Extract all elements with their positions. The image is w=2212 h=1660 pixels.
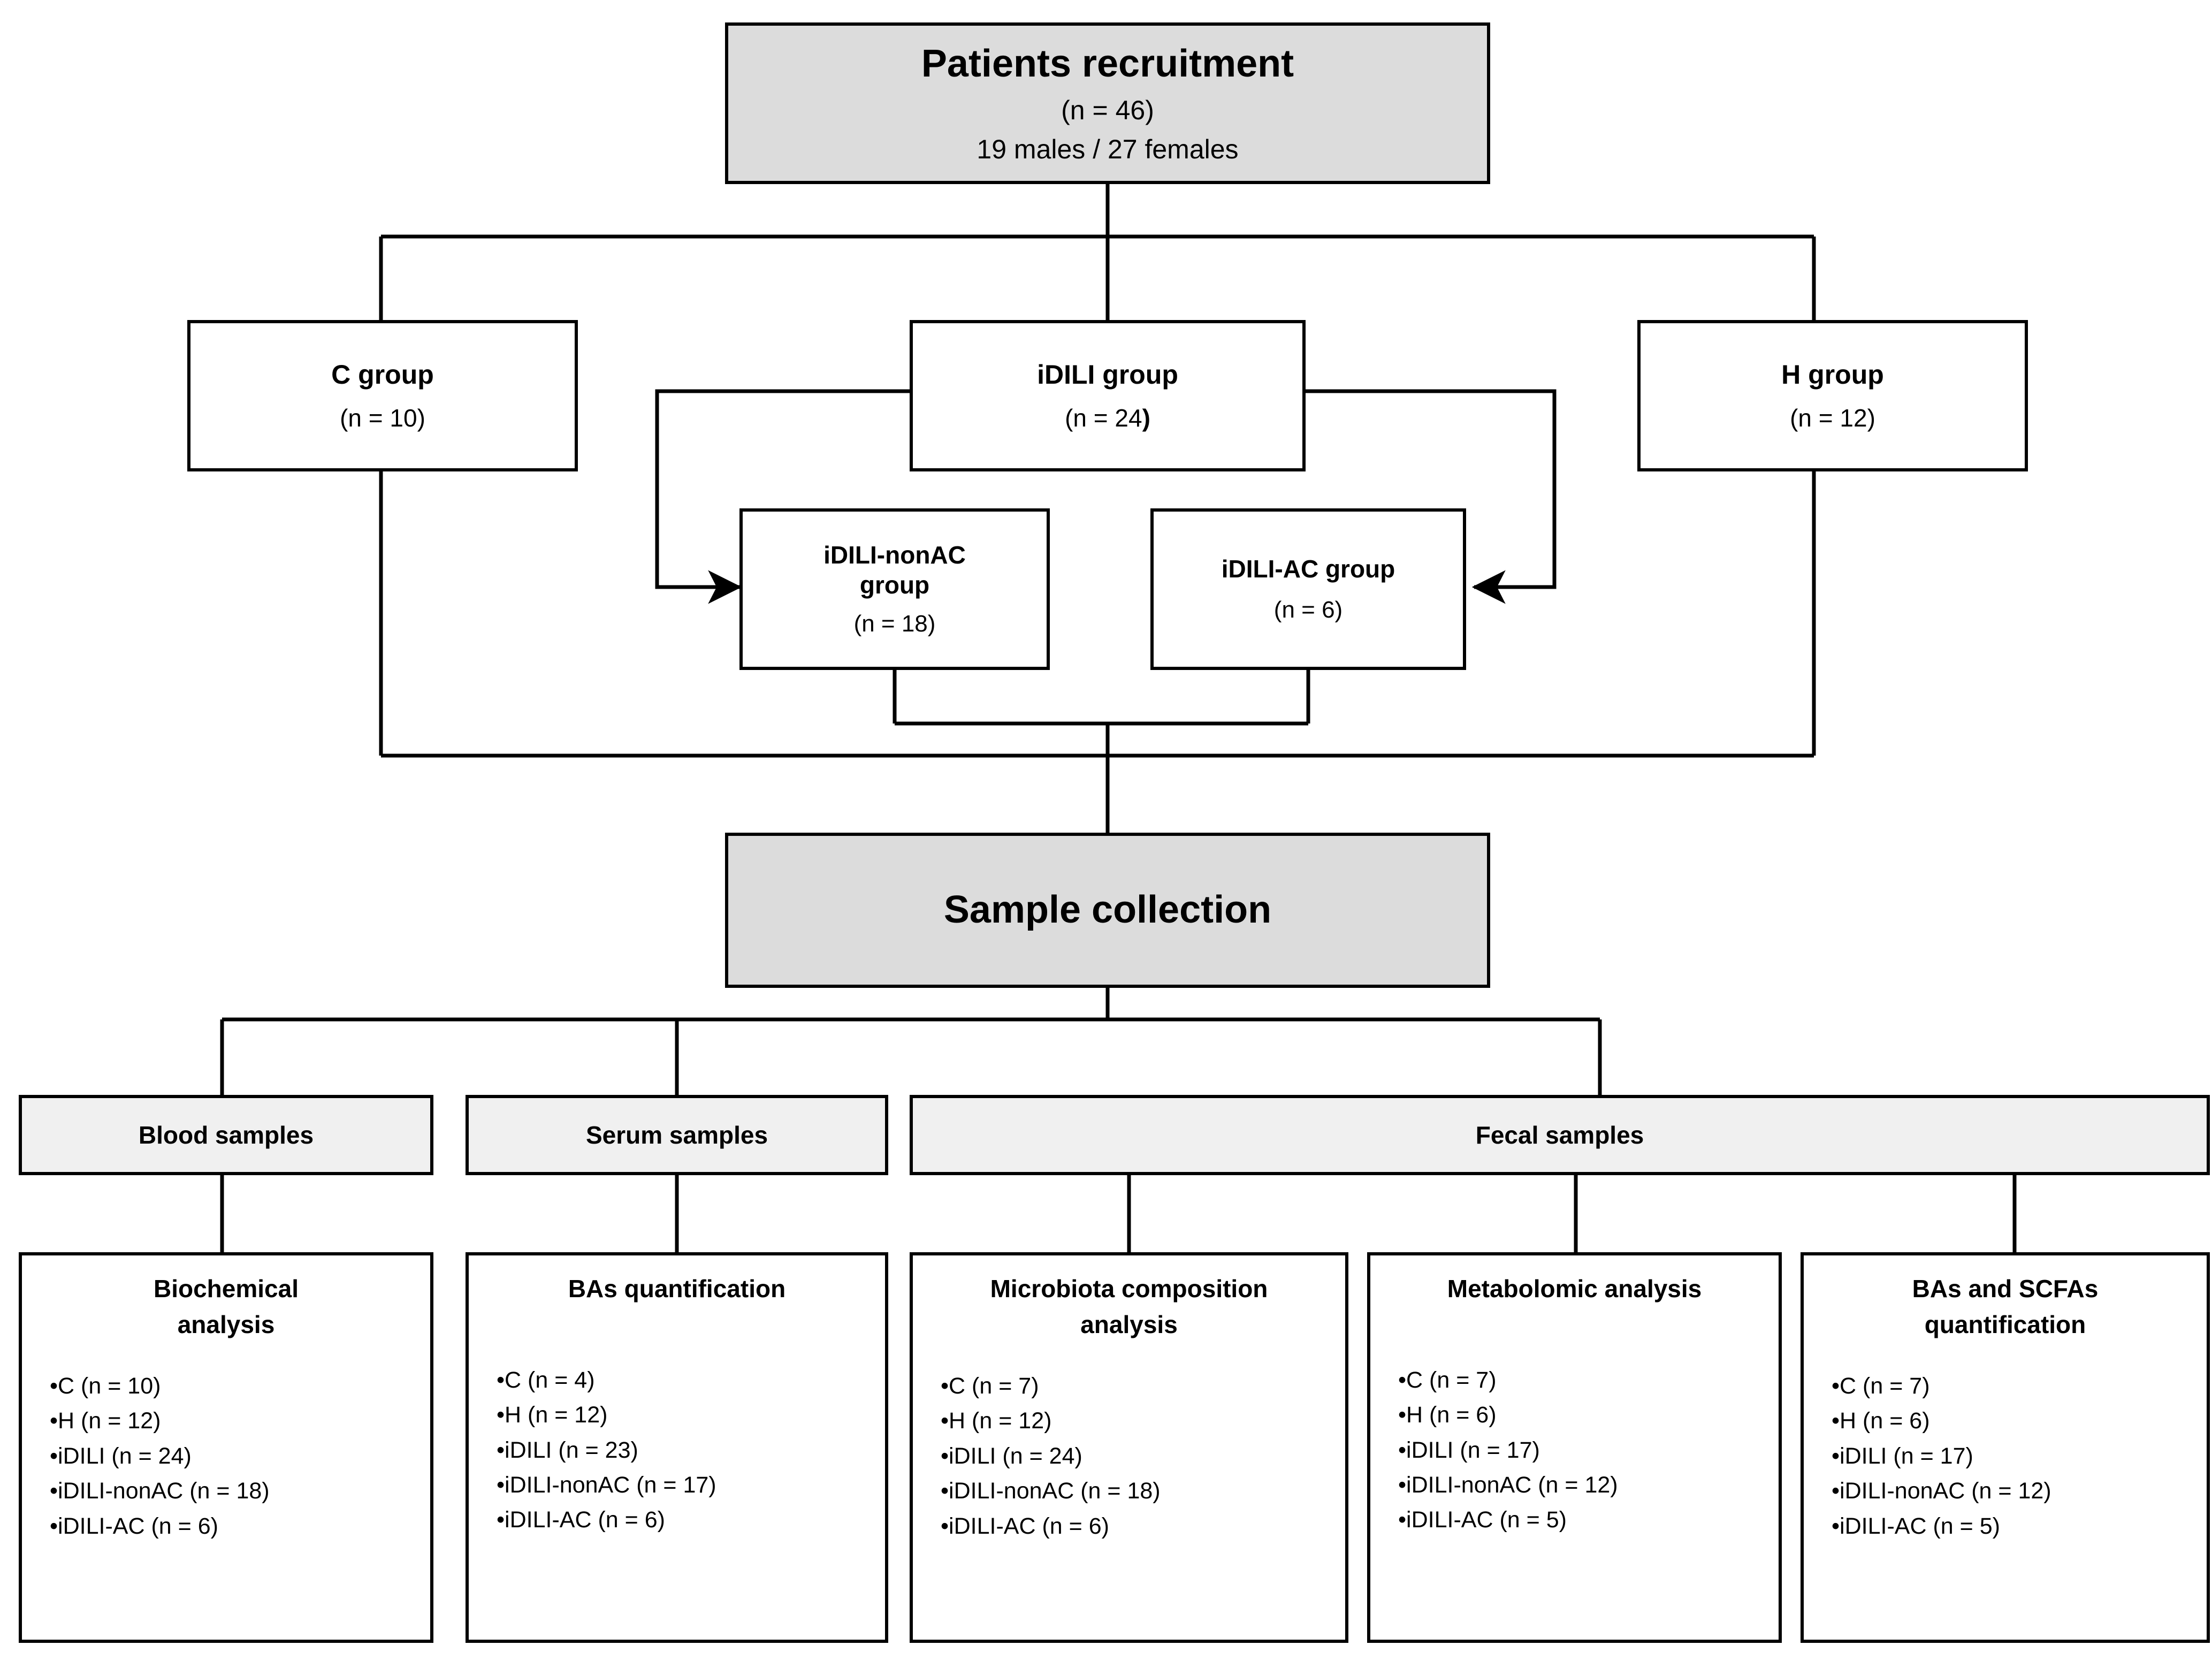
- list-item: •iDILI-nonAC (n = 12): [1398, 1472, 1618, 1498]
- node-c-group[interactable]: C group (n = 10): [187, 320, 578, 471]
- list-item: •iDILI-nonAC (n = 12): [1832, 1478, 2051, 1504]
- biochemical-title-line2: analysis: [177, 1311, 275, 1339]
- c-group-count: (n = 10): [340, 403, 425, 432]
- metabolomic-items: •C (n = 7) •H (n = 6) •iDILI (n = 17) •i…: [1386, 1363, 1763, 1538]
- node-idili-group[interactable]: iDILI group (n = 24): [910, 320, 1306, 471]
- metabolomic-title-line1: Metabolomic analysis: [1447, 1275, 1702, 1303]
- biochemical-title-line1: Biochemical: [154, 1275, 299, 1303]
- node-h-group[interactable]: H group (n = 12): [1637, 320, 2028, 471]
- list-item: •iDILI-nonAC (n = 17): [497, 1472, 716, 1498]
- sample-collection-title: Sample collection: [943, 888, 1272, 932]
- list-item: •C (n = 7): [941, 1373, 1039, 1399]
- list-item: •iDILI-nonAC (n = 18): [50, 1478, 270, 1504]
- list-item: •H (n = 12): [497, 1402, 608, 1428]
- h-group-count: (n = 12): [1790, 403, 1875, 432]
- node-idili-nonac-group[interactable]: iDILI-nonAC group (n = 18): [739, 508, 1050, 670]
- serum-samples-label: Serum samples: [585, 1121, 768, 1149]
- list-item: •C (n = 4): [497, 1367, 595, 1394]
- biochemical-items: •C (n = 10) •H (n = 12) •iDILI (n = 24) …: [38, 1369, 414, 1544]
- list-item: •iDILI-AC (n = 6): [50, 1513, 218, 1539]
- list-item: •H (n = 6): [1398, 1402, 1497, 1428]
- node-idili-ac-group[interactable]: iDILI-AC group (n = 6): [1150, 508, 1466, 670]
- bas-scfas-title-line2: quantification: [1924, 1311, 2086, 1339]
- idili-group-count-paren: ): [1142, 403, 1150, 432]
- list-item: •iDILI-nonAC (n = 18): [941, 1478, 1161, 1504]
- recruitment-sex-split: 19 males / 27 females: [977, 134, 1239, 164]
- h-group-title: H group: [1781, 359, 1884, 390]
- idili-ac-title: iDILI-AC group: [1221, 555, 1395, 583]
- idili-group-count: (n = 24): [1065, 403, 1150, 433]
- list-item: •iDILI (n = 24): [50, 1443, 192, 1469]
- bas-quantification-items: •C (n = 4) •H (n = 12) •iDILI (n = 23) •…: [485, 1363, 869, 1538]
- idili-nonac-count: (n = 18): [853, 611, 936, 637]
- recruitment-title: Patients recruitment: [921, 42, 1294, 86]
- bas-quantification-title-line1: BAs quantification: [568, 1275, 786, 1303]
- node-analysis-biochemical[interactable]: Biochemical analysis •C (n = 10) •H (n =…: [19, 1252, 433, 1643]
- list-item: •iDILI-AC (n = 6): [941, 1513, 1109, 1539]
- idili-group-title: iDILI group: [1037, 359, 1178, 390]
- list-item: •iDILI-AC (n = 5): [1398, 1507, 1567, 1533]
- list-item: •H (n = 6): [1832, 1408, 1930, 1434]
- bas-scfas-title-line1: BAs and SCFAs: [1912, 1275, 2099, 1303]
- idili-nonac-title-line2: group: [859, 571, 930, 599]
- bas-scfas-items: •C (n = 7) •H (n = 6) •iDILI (n = 17) •i…: [1820, 1369, 2191, 1544]
- node-analysis-bas-quantification[interactable]: BAs quantification •C (n = 4) •H (n = 12…: [466, 1252, 888, 1643]
- blood-samples-label: Blood samples: [138, 1121, 314, 1149]
- fecal-samples-label: Fecal samples: [1475, 1121, 1644, 1149]
- recruitment-count: (n = 46): [1061, 95, 1154, 125]
- node-fecal-samples[interactable]: Fecal samples: [910, 1095, 2210, 1175]
- list-item: •H (n = 12): [50, 1408, 161, 1434]
- node-analysis-microbiota-composition[interactable]: Microbiota composition analysis •C (n = …: [910, 1252, 1348, 1643]
- list-item: •iDILI-AC (n = 6): [497, 1507, 665, 1533]
- node-patients-recruitment[interactable]: Patients recruitment (n = 46) 19 males /…: [725, 22, 1490, 184]
- node-blood-samples[interactable]: Blood samples: [19, 1095, 433, 1175]
- idili-nonac-title-line1: iDILI-nonAC: [823, 541, 966, 569]
- microbiota-title-line1: Microbiota composition: [990, 1275, 1268, 1303]
- list-item: •iDILI (n = 23): [497, 1437, 638, 1463]
- node-analysis-metabolomic[interactable]: Metabolomic analysis •C (n = 7) •H (n = …: [1367, 1252, 1782, 1643]
- microbiota-title-line2: analysis: [1080, 1311, 1178, 1339]
- node-analysis-bas-scfas-quantification[interactable]: BAs and SCFAs quantification •C (n = 7) …: [1801, 1252, 2210, 1643]
- list-item: •C (n = 10): [50, 1373, 161, 1399]
- node-sample-collection[interactable]: Sample collection: [725, 833, 1490, 988]
- list-item: •C (n = 7): [1398, 1367, 1497, 1394]
- list-item: •C (n = 7): [1832, 1373, 1930, 1399]
- node-serum-samples[interactable]: Serum samples: [466, 1095, 888, 1175]
- list-item: •iDILI (n = 17): [1832, 1443, 1973, 1469]
- c-group-title: C group: [331, 359, 434, 390]
- list-item: •iDILI (n = 17): [1398, 1437, 1540, 1463]
- list-item: •iDILI-AC (n = 5): [1832, 1513, 2000, 1539]
- list-item: •iDILI (n = 24): [941, 1443, 1082, 1469]
- microbiota-items: •C (n = 7) •H (n = 12) •iDILI (n = 24) •…: [929, 1369, 1329, 1544]
- idili-ac-count: (n = 6): [1273, 597, 1343, 623]
- idili-group-count-value: (n = 24: [1065, 403, 1142, 432]
- list-item: •H (n = 12): [941, 1408, 1052, 1434]
